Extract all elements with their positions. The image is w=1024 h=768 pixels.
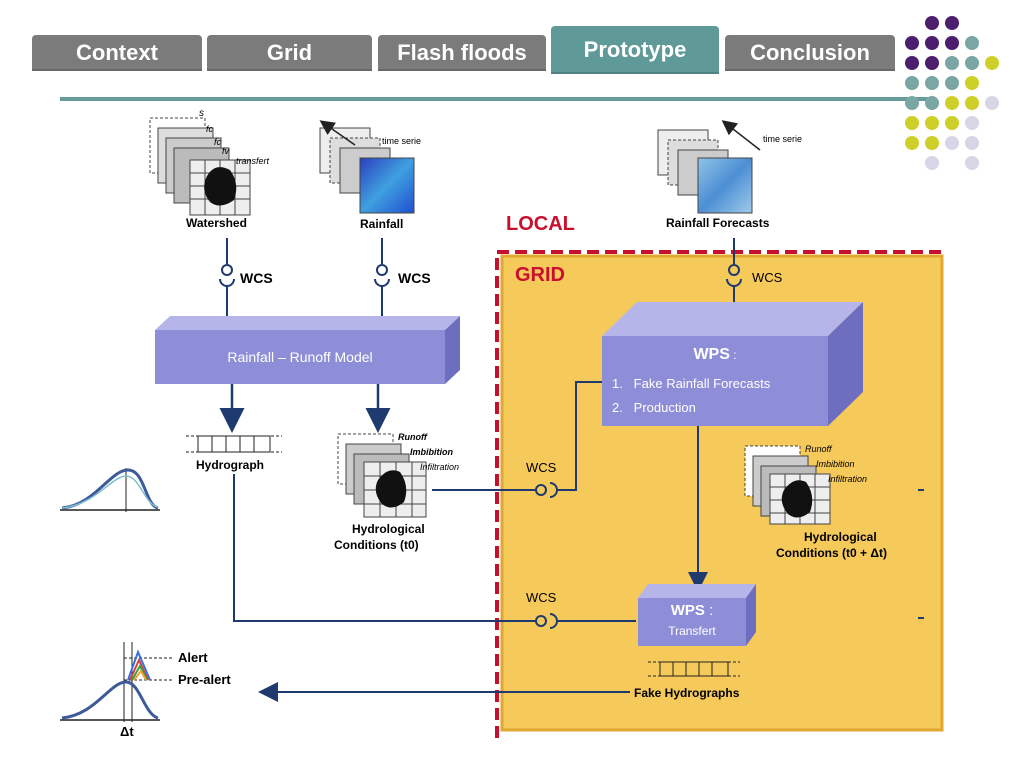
model-label: Rainfall – Runoff Model	[227, 349, 373, 365]
wcs-connector-rainfall	[374, 238, 390, 318]
alert-hydrograph	[60, 642, 172, 722]
rainfall-forecast-layer-stack	[657, 120, 761, 214]
wps-transfert-title-text: WPS	[670, 602, 705, 619]
hydrograph-table-icon	[186, 435, 282, 453]
tab-conclusion[interactable]: Conclusion	[725, 35, 895, 71]
wcs-label-rainfall: WCS	[398, 270, 431, 286]
hydro-t0-layer-runoff: Runoff	[398, 432, 427, 442]
hydro-conditions-t0dt-stack	[744, 445, 831, 525]
tab-context[interactable]: Context	[32, 35, 202, 71]
wcs-label-hydrograph: WCS	[526, 590, 557, 605]
hydro-t0dt-layer-imbibition: Imbibition	[816, 459, 855, 469]
watershed-layer-stack	[149, 117, 251, 216]
grid-label: GRID	[515, 264, 565, 286]
hydro-t0dt-layer-infiltration: Infiltration	[828, 474, 868, 484]
hydro-t0dt-label-2: Conditions (t0 + Δt)	[776, 546, 887, 560]
rainfall-label: Rainfall	[360, 217, 404, 231]
hydrograph-curve	[60, 468, 160, 512]
wps-item-2: 2. Production	[612, 400, 696, 415]
hydrograph-label: Hydrograph	[196, 458, 265, 472]
local-boundary	[495, 250, 945, 738]
wcs-label-forecasts: WCS	[752, 270, 783, 285]
wps-title: WPS :	[602, 346, 828, 364]
forecast-time-serie-label: time serie	[763, 134, 803, 144]
rainfall-layer-stack	[319, 120, 415, 214]
hydro-t0dt-layer-runoff: Runoff	[805, 444, 832, 454]
hydro-t0-label-2: Conditions (t0)	[334, 538, 419, 552]
wps-transfert-title-colon: :	[704, 602, 714, 619]
local-label: LOCAL	[506, 213, 575, 235]
pre-alert-label: Pre-alert	[178, 672, 231, 687]
watershed-layer-fc2: fc	[214, 137, 222, 147]
wcs-label-watershed: WCS	[240, 270, 273, 286]
hydro-t0-label-1: Hydrological	[352, 522, 425, 536]
line-hydrograph-to-transfert	[233, 474, 536, 622]
wps-transfert-sub: Transfert	[668, 624, 716, 638]
wps-title-text: WPS	[693, 346, 730, 363]
wps-item-1: 1. Fake Rainfall Forecasts	[612, 376, 771, 391]
hydro-conditions-t0-stack	[337, 433, 427, 518]
rainfall-runoff-model-box	[155, 316, 460, 384]
watershed-layer-s: s	[199, 108, 204, 119]
wps-transfert-title: WPS :	[638, 602, 746, 619]
hydro-t0-layer-imbibition: Imbibition	[410, 447, 453, 457]
rainfall-forecasts-label: Rainfall Forecasts	[666, 216, 770, 230]
wps-transfert-box	[638, 584, 756, 646]
hydro-t0-layer-infiltration: Infiltration	[420, 462, 460, 472]
watershed-layer-fv: fv	[222, 146, 230, 156]
watershed-label: Watershed	[186, 216, 247, 230]
wcs-socket-hydrograph	[535, 613, 636, 629]
wps-title-colon: :	[729, 348, 737, 362]
delta-t-label: Δt	[120, 724, 134, 739]
tab-prototype[interactable]: Prototype	[551, 26, 719, 74]
tab-flash-floods[interactable]: Flash floods	[378, 35, 546, 71]
fake-hydrographs-icon	[648, 661, 740, 677]
wps-box	[602, 302, 863, 426]
tab-grid[interactable]: Grid	[207, 35, 372, 71]
wcs-connector-watershed	[219, 238, 235, 318]
hydro-t0dt-label-1: Hydrological	[804, 530, 877, 544]
alert-label: Alert	[178, 650, 208, 665]
watershed-layer-fc1: fc	[206, 124, 214, 134]
wcs-socket-hydrological	[535, 381, 602, 498]
watershed-layer-transfert: transfert	[236, 156, 270, 166]
fake-hydrographs-label: Fake Hydrographs	[634, 686, 740, 700]
header-rule	[60, 97, 930, 101]
wcs-label-hydrological: WCS	[526, 460, 557, 475]
rainfall-time-serie-label: time serie	[382, 136, 422, 146]
